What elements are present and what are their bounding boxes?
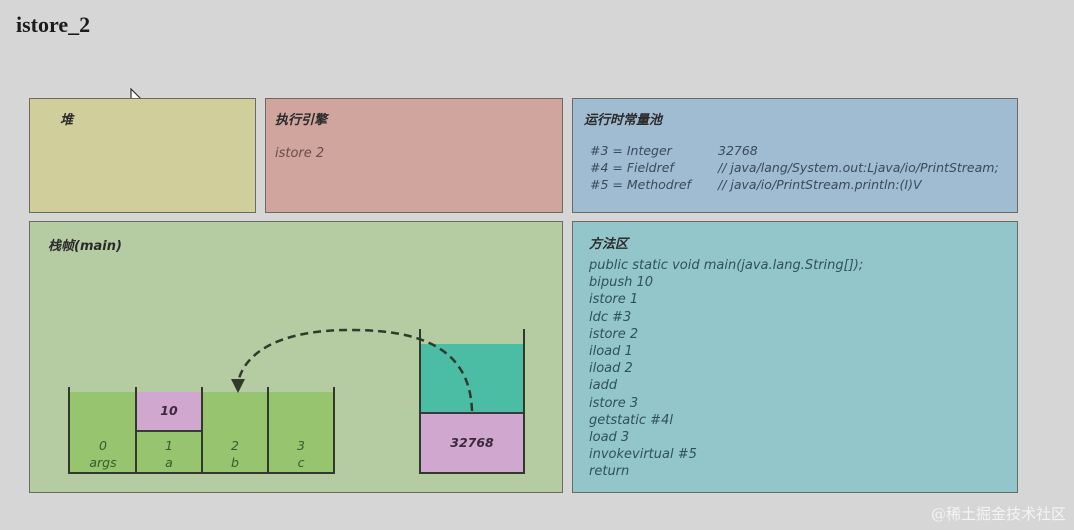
operand-stack-floor [419,472,525,474]
slot-divider [135,387,137,474]
constant-pool-panel: 运行时常量池 #3 = Integer 32768 #4 = Fieldref //… [572,98,1018,213]
bytecode-line: invokevirtual #5 [589,447,697,463]
bytecode-line: public static void main(java.lang.String… [589,258,864,273]
method-area-panel: 方法区 public static void main(java.lang.St… [572,221,1018,493]
slot-divider [201,387,203,474]
slot-index: 2 [231,438,239,453]
operand-stack-value: 32768 [421,412,523,472]
entry-value: 32768 [718,143,758,158]
slot-name: c [297,455,305,470]
bytecode-line: ldc #3 [589,309,632,325]
table-floor [68,472,335,474]
bytecode-line: iload 2 [589,361,633,377]
heap-panel: 堆 [29,98,256,213]
watermark: @稀土掘金技术社区 [930,505,1066,523]
entry-key: #3 = Integer [590,143,672,158]
method-area-title: 方法区 [589,237,629,252]
slot-divider [267,387,269,474]
bytecode-line: iload 1 [589,344,633,360]
bytecode-line: istore 1 [589,292,639,308]
operand-stack-wall [523,329,525,474]
operand-stack-empty-area [421,344,523,412]
current-instruction: istore 2 [275,146,325,161]
local-variable-slot-0: 0 args [70,392,136,472]
entry-value: // java/io/PrintStream.println:(I)V [718,177,922,192]
constant-pool-entry: #5 = Methodref // java/io/PrintStream.pri… [590,177,922,192]
constant-pool-entry: #4 = Fieldref // java/lang/System.out:Lja… [590,160,999,175]
local-variable-slot-2: 2 b [202,392,268,472]
slot-name: args [89,455,117,470]
slot-name: a [165,455,173,470]
slot-index: 1 [165,438,173,453]
page-title: istore_2 [16,12,91,37]
entry-value: // java/lang/System.out:Ljava/io/PrintSt… [718,160,999,175]
constant-pool-title: 运行时常量池 [584,113,663,128]
slot-value: 10 [136,392,202,432]
entry-key: #5 = Methodref [590,177,691,192]
operand-stack-wall [419,329,421,474]
entry-key: #4 = Fieldref [590,160,674,175]
bytecode-line: load 3 [589,430,630,446]
slot-divider [333,387,335,474]
bytecode-line: iadd [589,378,618,394]
execution-engine-panel: 执行引擎 istore 2 [265,98,563,213]
bytecode-line: istore 3 [589,395,639,411]
slot-index: 0 [99,438,107,453]
local-variable-slot-3: 3 c [268,392,334,472]
bytecode-listing: public static void main(java.lang.String… [589,257,863,481]
bytecode-line: getstatic #4l [589,412,673,428]
dashed-arrow-icon [231,328,474,412]
bytecode-line: return [589,464,630,480]
stack-frame-panel: 栈帧(main) 0 args 10 1 a 2 b 3 c 32768 [29,221,563,493]
engine-title: 执行引擎 [275,113,328,128]
operand-stack: 32768 [419,329,525,474]
bytecode-line: bipush 10 [589,275,654,291]
local-variable-slot-1: 10 1 a [136,392,202,472]
stack-frame-title: 栈帧(main) [48,239,122,254]
constant-pool-entry: #3 = Integer 32768 [590,143,758,158]
slot-name: b [231,455,239,470]
heap-title: 堆 [60,113,74,128]
bytecode-line: istore 2 [589,326,639,342]
slot-index: 3 [297,438,305,453]
slot-divider [68,387,70,474]
